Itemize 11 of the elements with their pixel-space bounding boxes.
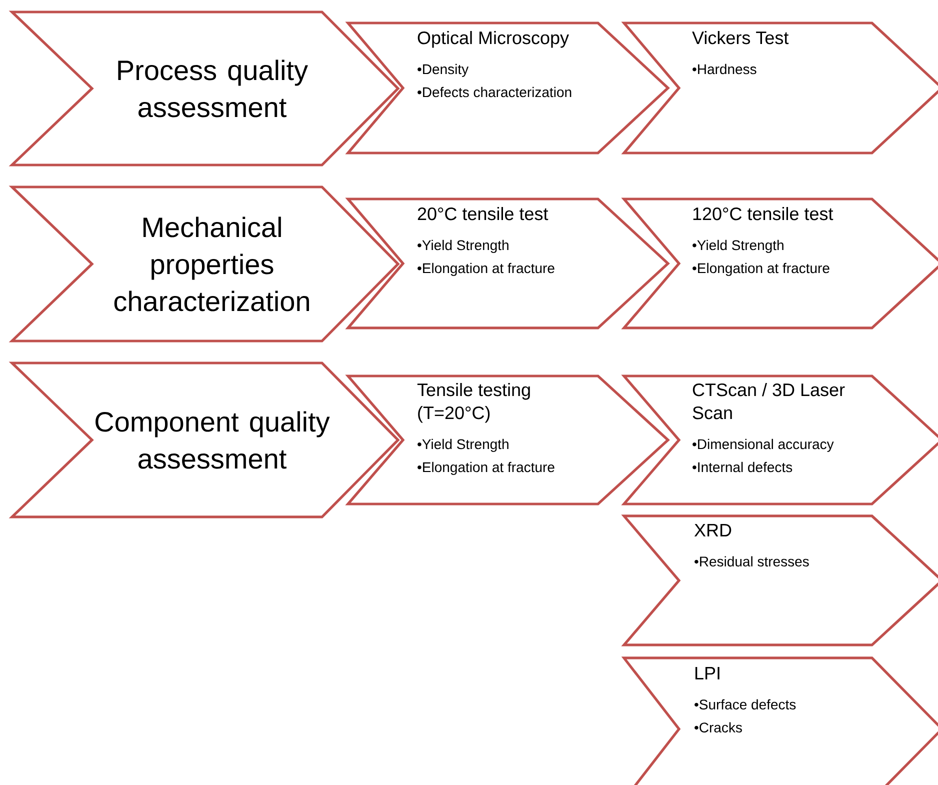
step-box: Tensile testing (T=20°C) •Yield Strength •Elongation at fracture [345, 374, 670, 506]
step-box: Process quality assessment [8, 10, 400, 166]
step-box: Optical Microscopy •Density •Defects characterization [345, 22, 670, 154]
step-box: CTScan / 3D Laser Scan •Dimensional accuracy •Internal defects [621, 374, 938, 506]
step-box: 20°C tensile test •Yield Strength •Elongation at fracture [345, 198, 670, 330]
step-box: Vickers Test •Hardness [621, 22, 938, 154]
step-box: 120°C tensile test •Yield Strength •Elongation at fracture [621, 198, 938, 330]
step-box: XRD •Residual stresses [621, 514, 938, 646]
step-box: LPI •Surface defects •Cracks [621, 656, 938, 785]
step-box: Component quality assessment [8, 362, 400, 518]
step-box: Mechanical properties characterization [8, 186, 400, 342]
